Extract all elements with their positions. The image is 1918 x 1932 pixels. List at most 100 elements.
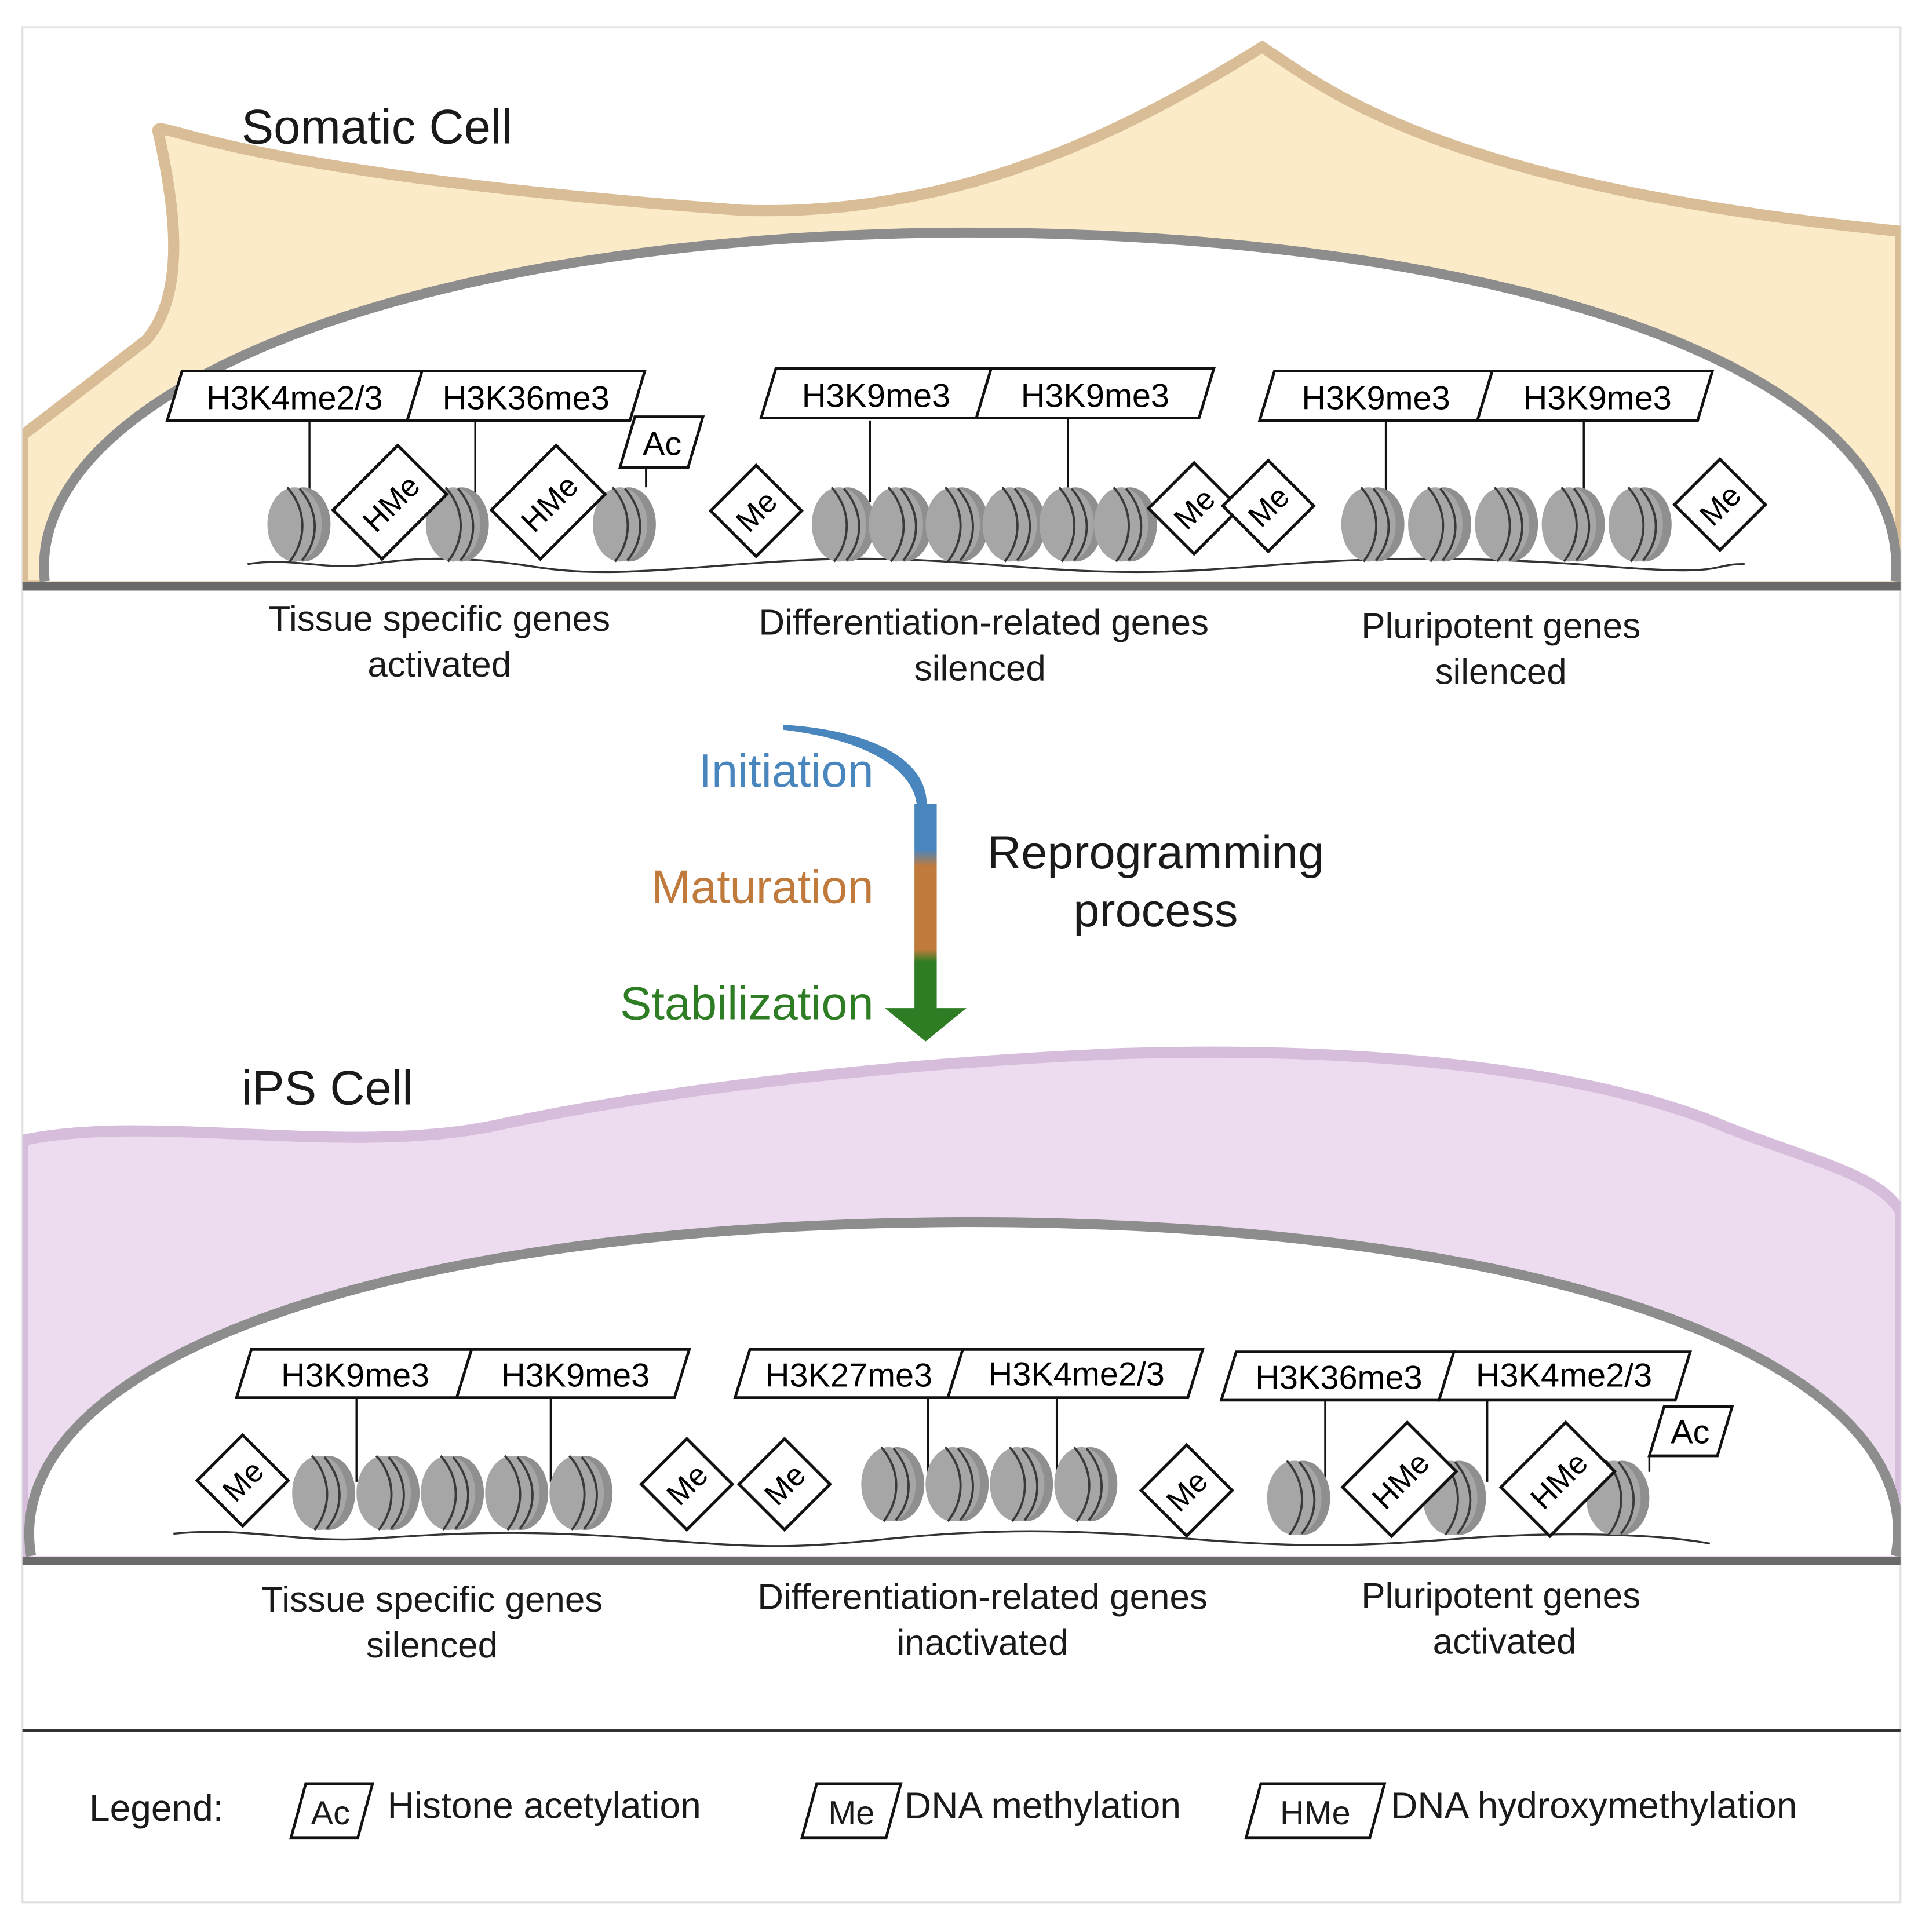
svg-text:HMe: HMe	[1280, 1795, 1351, 1832]
ips-cell-label: iPS Cell	[242, 1061, 413, 1115]
nucleosome	[925, 1446, 989, 1522]
nucleosome	[485, 1455, 549, 1531]
dna-methylation-badge: Me	[1672, 456, 1768, 553]
region-caption: silenced	[914, 648, 1046, 688]
svg-text:H3K36me3: H3K36me3	[1255, 1360, 1422, 1397]
histone-mark-label: H3K4me2/3	[1437, 1350, 1693, 1482]
histone-mark-label: H3K9me3	[974, 367, 1216, 502]
svg-text:Ac: Ac	[643, 426, 681, 463]
legend-title: Legend:	[89, 1787, 224, 1829]
histone-mark-label: H3K36me3	[405, 370, 647, 502]
region-caption: activated	[1433, 1622, 1577, 1662]
dna-methylation-badge: Me	[708, 463, 804, 558]
dna-hydroxymethylation-badge: HMe	[489, 443, 607, 561]
dna-methylation-badge: Me	[736, 1436, 833, 1532]
dna-hydroxymethylation-badge: HMe	[1340, 1420, 1458, 1539]
svg-text:Me: Me	[828, 1795, 874, 1832]
nucleosome	[869, 486, 932, 563]
somatic-mark-labels: H3K4me2/3 H3K36me3 H3K9me3 H3K9me3 H3K9m…	[165, 367, 1715, 502]
nucleosome	[925, 486, 989, 563]
histone-mark-label: H3K9me3	[759, 367, 993, 502]
svg-text:H3K4me2/3: H3K4me2/3	[1476, 1357, 1652, 1394]
dna-hydroxymethylation-badge: HMe	[331, 443, 449, 561]
nucleosome	[811, 486, 875, 563]
nucleosome	[292, 1455, 356, 1531]
svg-text:H3K4me2/3: H3K4me2/3	[206, 380, 382, 417]
region-caption: silenced	[366, 1626, 498, 1666]
nucleosome	[982, 486, 1046, 563]
svg-text:H3K9me3: H3K9me3	[281, 1357, 429, 1394]
region-caption: inactivated	[897, 1623, 1069, 1663]
histone-acetylation-badge: Ac	[618, 415, 705, 488]
region-caption: Pluripotent genes	[1361, 607, 1640, 647]
dna-methylation-badge: Me	[1139, 1442, 1234, 1538]
somatic-dna-strand	[247, 557, 1745, 574]
nucleosome	[1267, 1460, 1330, 1536]
stage-maturation-label: Maturation	[651, 861, 873, 914]
legend-symbol	[1244, 1782, 1387, 1840]
svg-text:H3K9me3: H3K9me3	[1301, 380, 1450, 417]
legend-item-methylation: Me DNA methylation	[800, 1782, 1181, 1840]
nucleosome	[421, 1455, 484, 1531]
dna-hydroxymethylation-badge: HMe	[1498, 1420, 1617, 1539]
nucleosome	[1054, 1446, 1118, 1522]
histone-mark-label: H3K36me3	[1219, 1350, 1456, 1482]
nucleosome	[1408, 486, 1471, 563]
ips-dna-strand	[173, 1530, 1711, 1547]
histone-mark-label: H3K4me2/3	[165, 370, 424, 502]
svg-text:H3K9me3: H3K9me3	[1523, 380, 1672, 417]
stage-initiation-label: Initiation	[699, 745, 874, 797]
legend-item-acetylation: Ac Histone acetylation	[289, 1782, 701, 1840]
arrow-shaft	[914, 804, 937, 1012]
arrow-head	[884, 1008, 967, 1042]
reprogramming-arrow	[783, 725, 967, 1042]
legend: Legend: Ac Histone acetylation Me DNA me…	[89, 1782, 1797, 1840]
region-caption: Differentiation-related genes	[759, 602, 1209, 642]
dna-methylation-badge: Me	[639, 1436, 735, 1532]
legend-item-hydroxymethylation: HMe DNA hydroxymethylation	[1244, 1782, 1797, 1840]
nucleosome	[549, 1455, 613, 1531]
nucleosome	[267, 486, 331, 563]
somatic-cell-label: Somatic Cell	[242, 100, 512, 154]
histone-mark-label: H3K4me2/3	[946, 1348, 1205, 1482]
svg-text:H3K9me3: H3K9me3	[501, 1357, 650, 1394]
dna-methylation-badge: Me	[1220, 458, 1316, 554]
histone-mark-label: H3K9me3	[1475, 370, 1715, 502]
region-caption: Tissue specific genes	[268, 599, 610, 639]
region-caption: Pluripotent genes	[1361, 1576, 1640, 1616]
svg-text:Ac: Ac	[1671, 1414, 1709, 1451]
legend-symbol	[800, 1782, 903, 1840]
legend-symbol	[289, 1782, 375, 1840]
nucleosome	[1541, 486, 1605, 563]
dna-methylation-badge: Me	[1146, 461, 1242, 556]
svg-text:H3K9me3: H3K9me3	[802, 377, 950, 414]
arrow-tail-curve	[783, 725, 927, 807]
process-title: process	[1073, 885, 1238, 937]
nucleosome	[356, 1455, 420, 1531]
nucleosome	[593, 486, 656, 563]
svg-text:H3K27me3: H3K27me3	[765, 1357, 932, 1394]
ips-badges: Me Me Me Me HMe HMe Ac	[195, 1405, 1734, 1539]
nucleosome	[1608, 486, 1672, 563]
stage-stabilization-label: Stabilization	[620, 977, 873, 1029]
ips-nucleosomes	[292, 1446, 1650, 1536]
region-caption: activated	[367, 645, 511, 685]
svg-text:H3K36me3: H3K36me3	[443, 380, 610, 417]
nucleosome	[861, 1446, 925, 1522]
svg-text:Histone acetylation: Histone acetylation	[388, 1785, 701, 1827]
dna-methylation-badge: Me	[195, 1433, 290, 1528]
histone-acetylation-badge: Ac	[1647, 1405, 1734, 1472]
region-caption: Differentiation-related genes	[757, 1577, 1208, 1617]
nucleosome	[425, 486, 489, 563]
svg-text:DNA methylation: DNA methylation	[905, 1785, 1181, 1827]
nucleosome	[1475, 486, 1538, 563]
svg-text:Ac: Ac	[311, 1795, 350, 1832]
ips-mark-labels: H3K9me3 H3K9me3 H3K27me3 H3K4me2/3 H3K36…	[234, 1348, 1693, 1482]
nucleosome	[990, 1446, 1053, 1522]
region-caption: silenced	[1435, 652, 1567, 692]
nucleosome	[1341, 486, 1405, 563]
somatic-badges: HMe HMe Ac Me Me Me Me	[331, 415, 1768, 561]
histone-mark-label: H3K9me3	[454, 1348, 691, 1482]
process-title: Reprogramming	[987, 827, 1325, 879]
